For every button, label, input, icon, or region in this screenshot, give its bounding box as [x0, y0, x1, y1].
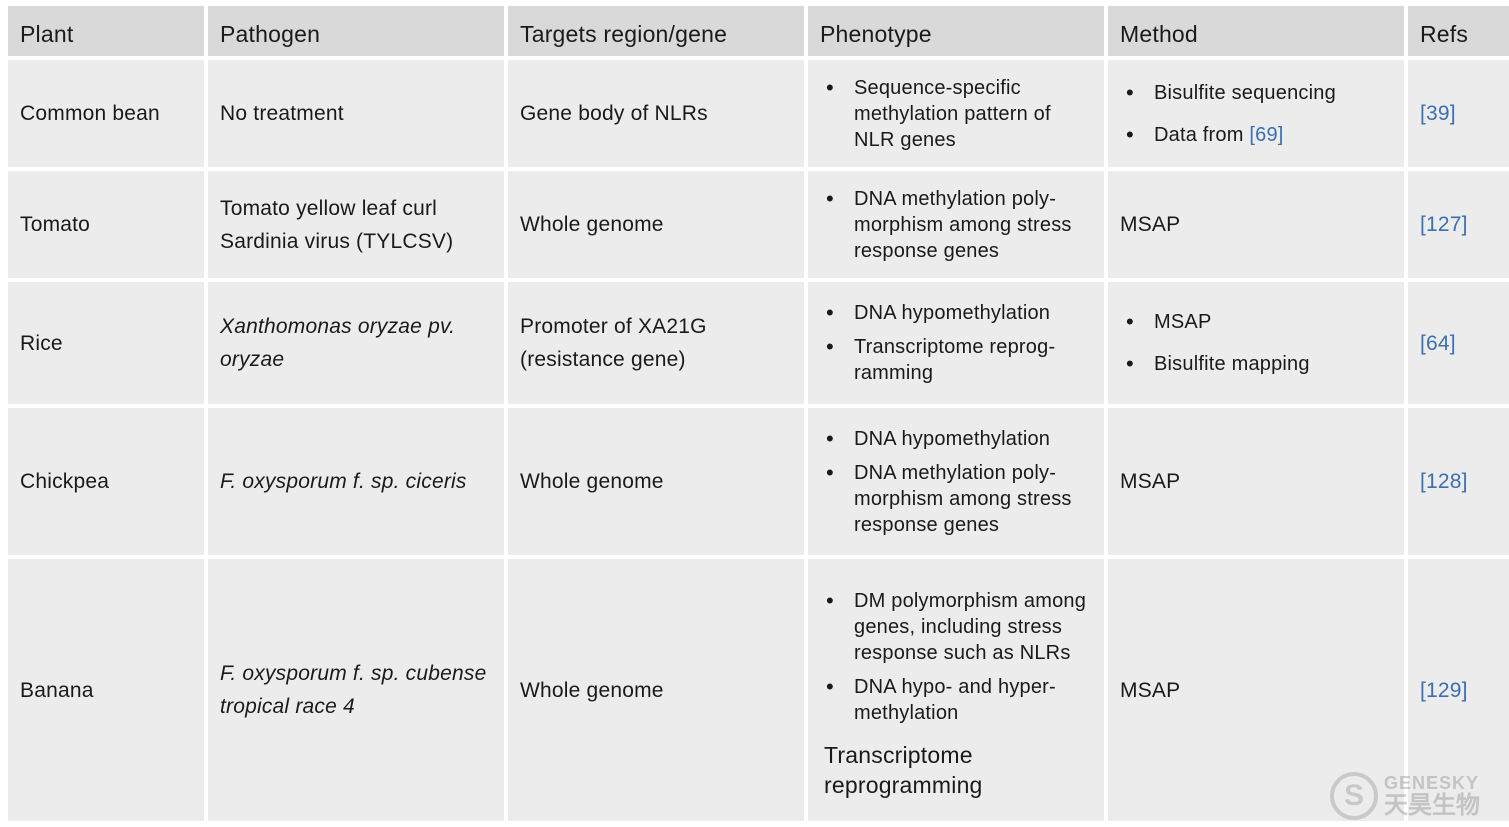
phenotype-list: DNA methylation poly- morphism among str… — [820, 178, 1092, 272]
cell-phenotype: DNA hypomethylation DNA methylation poly… — [808, 408, 1104, 555]
data-table: Plant Pathogen Targets region/gene Pheno… — [8, 6, 1509, 821]
cell-target: Gene body of NLRs — [508, 60, 804, 167]
phenotype-item: DM polymorphism among genes, including s… — [820, 588, 1092, 666]
cell-pathogen: Tomato yellow leaf curl Sardinia virus (… — [208, 171, 504, 278]
method-list: MSAP Bisulfite mapping — [1120, 294, 1392, 392]
citation-link[interactable]: [64] — [1408, 282, 1509, 404]
phenotype-item: DNA hypomethylation — [820, 300, 1092, 326]
citation-link[interactable]: [39] — [1408, 60, 1509, 167]
cell-pathogen: No treatment — [208, 60, 504, 167]
phenotype-item: DNA hypomethylation — [820, 426, 1092, 452]
citation-link[interactable]: [127] — [1408, 171, 1509, 278]
cell-plant: Chickpea — [8, 408, 204, 555]
genesky-logo: S GENESKY 天昊生物 — [1330, 770, 1495, 822]
cell-phenotype: Sequence-specific methylation pattern of… — [808, 60, 1104, 167]
citation-link[interactable]: [69] — [1249, 123, 1284, 146]
cell-method: MSAP — [1108, 171, 1404, 278]
header-pathogen: Pathogen — [208, 6, 504, 56]
cell-phenotype: DM polymorphism among genes, including s… — [808, 559, 1104, 821]
method-list: Bisulfite sequencing Data from [69] — [1120, 65, 1392, 163]
method-item: Bisulfite sequencing — [1120, 79, 1392, 107]
phenotype-list: DM polymorphism among genes, including s… — [820, 580, 1092, 734]
cell-plant: Rice — [8, 282, 204, 404]
logo-mark-icon: S — [1330, 772, 1378, 820]
cell-target: Whole genome — [508, 408, 804, 555]
phenotype-item: Sequence-specific methylation pattern of… — [820, 75, 1092, 153]
method-item: MSAP — [1120, 308, 1392, 336]
phenotype-item: DNA methylation poly- morphism among str… — [820, 186, 1092, 264]
header-phenotype: Phenotype — [808, 6, 1104, 56]
cell-phenotype: DNA hypomethylation Transcriptome reprog… — [808, 282, 1104, 404]
method-item: Bisulfite mapping — [1120, 350, 1392, 378]
cell-method: MSAP Bisulfite mapping — [1108, 282, 1404, 404]
cell-target: Whole genome — [508, 559, 804, 821]
cell-method: Bisulfite sequencing Data from [69] — [1108, 60, 1404, 167]
cell-pathogen: F. oxysporum f. sp. ciceris — [208, 408, 504, 555]
logo-text-en: GENESKY — [1384, 773, 1480, 793]
cell-pathogen: Xanthomonas oryzae pv. oryzae — [208, 282, 504, 404]
phenotype-item: DNA hypo- and hyper- methylation — [820, 674, 1092, 726]
cell-plant: Common bean — [8, 60, 204, 167]
cell-target: Promoter of XA21G (resistance gene) — [508, 282, 804, 404]
phenotype-item: DNA methylation poly- morphism among str… — [820, 460, 1092, 538]
cell-plant: Tomato — [8, 171, 204, 278]
cell-phenotype: DNA methylation poly- morphism among str… — [808, 171, 1104, 278]
logo-text-cn: 天昊生物 — [1384, 792, 1480, 819]
header-targets: Targets region/gene — [508, 6, 804, 56]
citation-link[interactable]: [128] — [1408, 408, 1509, 555]
header-refs: Refs — [1408, 6, 1509, 56]
header-method: Method — [1108, 6, 1404, 56]
method-item: Data from [69] — [1120, 121, 1392, 149]
method-text: Data from — [1154, 123, 1244, 146]
cell-method: MSAP — [1108, 408, 1404, 555]
phenotype-list: DNA hypomethylation Transcriptome reprog… — [820, 292, 1092, 394]
header-plant: Plant — [8, 6, 204, 56]
citation-link[interactable]: [129] — [1408, 559, 1509, 821]
cell-target: Whole genome — [508, 171, 804, 278]
phenotype-list: DNA hypomethylation DNA methylation poly… — [820, 418, 1092, 546]
phenotype-item: Transcriptome reprog- ramming — [820, 334, 1092, 386]
cell-pathogen: F. oxysporum f. sp. cubense tropical rac… — [208, 559, 504, 821]
logo-text: GENESKY 天昊生物 — [1384, 773, 1480, 819]
cell-plant: Banana — [8, 559, 204, 821]
phenotype-extra: Transcriptome reprogramming — [824, 742, 983, 798]
phenotype-list: Sequence-specific methylation pattern of… — [820, 67, 1092, 161]
